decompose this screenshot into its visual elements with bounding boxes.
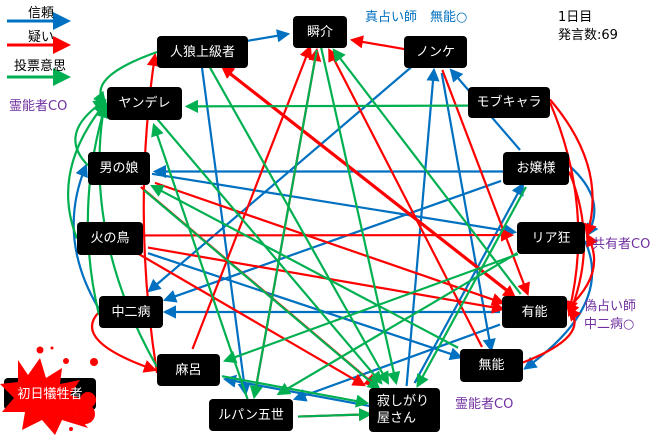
edge-doubt-hinotori-to-sabishi	[138, 253, 366, 387]
note-shunsuke: 真占い師 無能○	[365, 10, 468, 25]
node-chuuni[interactable]: 中二病	[99, 296, 163, 328]
edge-doubt-otokonoko-to-yuunou	[154, 181, 506, 306]
edge-doubt-mob-to-riajuu	[549, 98, 597, 238]
note-riajuu: 共有者CO	[592, 237, 651, 252]
edge-doubt-mob-to-yuunou	[548, 102, 580, 315]
edge-vote-jinrou-to-sabishi	[208, 66, 390, 385]
edge-trust-ojousama-to-chuuni	[162, 179, 502, 303]
edge-trust-nonke-to-munou	[440, 72, 496, 353]
edge-vote-shunsuke-to-sabishi	[319, 46, 401, 386]
edge-trust-chuuni-to-otokonoko	[72, 163, 100, 310]
edge-doubt-munou-to-yuunou	[522, 307, 582, 364]
post-count: 発言数:69	[558, 28, 618, 43]
note-yuunou-2: 中二病○	[584, 317, 635, 332]
edge-doubt-nonke-to-shunsuke	[349, 35, 406, 51]
node-munou[interactable]: 無能	[460, 349, 523, 382]
edge-trust-nonke-to-chuuni	[147, 66, 413, 293]
node-yuunou[interactable]: 有能	[502, 296, 567, 328]
edge-trust-hinotori-to-munou	[147, 252, 464, 361]
node-yandere[interactable]: ヤンデレ	[107, 87, 182, 120]
edge-vote-lupin-to-yandere	[151, 122, 249, 401]
blood-splatter-icon	[0, 346, 98, 435]
node-maro[interactable]: 麻呂	[157, 354, 220, 386]
edge-doubt-munou-to-shunsuke	[328, 48, 483, 348]
note-munou: 霊能者CO	[455, 397, 514, 412]
node-otokonoko[interactable]: 男の娘	[88, 152, 150, 185]
day-label: 1日目	[558, 10, 593, 25]
edge-doubt-yuunou-to-riajuu	[566, 233, 599, 310]
edge-trust-jinrou-to-lupin	[200, 66, 251, 397]
node-nonke[interactable]: ノンケ	[404, 36, 467, 68]
edge-vote-maro-to-sabishi	[221, 375, 370, 408]
edge-vote-mob-to-yandere	[184, 99, 470, 113]
node-hinotori[interactable]: 火の鳥	[77, 222, 143, 255]
edge-vote-riajuu-to-maro	[222, 253, 519, 364]
edge-trust-yuunou-to-lupin	[292, 323, 501, 402]
node-sabishi[interactable]: 寂しがり 屋さん	[369, 388, 440, 432]
edge-vote-yandere-to-sabishi	[156, 118, 383, 385]
legend-vote-label: 投票意思	[14, 59, 67, 74]
node-jinrou[interactable]: 人狼上級者	[157, 36, 248, 68]
edge-doubt-yuunou-to-jinrou	[220, 65, 510, 292]
node-ojousama[interactable]: お嬢様	[503, 152, 569, 185]
edge-vote-chuuni-to-yandere	[86, 104, 109, 316]
edge-vote-ojousama-to-sabishi	[416, 186, 527, 388]
edge-doubt-maro-to-shunsuke	[191, 44, 313, 350]
edge-vote-lupin-to-sabishi	[297, 407, 373, 422]
edge-vote-otokonoko-to-sabishi	[143, 189, 381, 391]
node-lupin[interactable]: ルパン五世	[209, 399, 293, 431]
node-mob[interactable]: モブキャラ	[468, 87, 550, 118]
legend-trust-label: 信頼	[28, 6, 55, 21]
note-yandere: 霊能者CO	[9, 99, 68, 114]
edge-trust-jinrou-to-shunsuke	[246, 29, 291, 43]
victim-label: 初日犠牲者	[17, 386, 83, 402]
edge-vote-hinotori-to-yandere	[67, 101, 107, 239]
node-shunsuke[interactable]: 瞬介	[293, 16, 347, 48]
edge-doubt-chuuni-to-maro	[90, 311, 158, 373]
edge-vote-munou-to-otokonoko	[150, 184, 459, 349]
legend-doubt-label: 疑い	[28, 30, 55, 45]
note-yuunou-1: 偽占い師	[584, 299, 637, 314]
edge-vote-shunsuke-to-lupin	[249, 49, 318, 400]
node-riajuu[interactable]: リア狂	[517, 222, 585, 254]
